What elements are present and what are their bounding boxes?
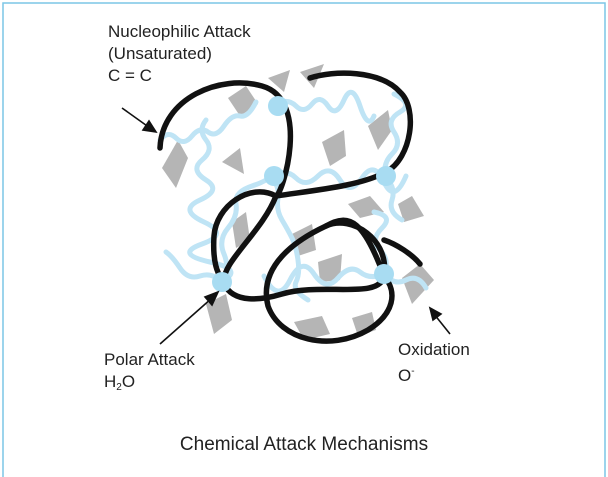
oxidation-label: Oxidation O- [398, 339, 470, 387]
polymer-chain [157, 80, 294, 285]
junction-node [376, 166, 396, 186]
particle [268, 70, 290, 92]
particle [162, 140, 188, 188]
polar-attack-label: Polar Attack H2O [104, 349, 195, 399]
junction-node [264, 166, 284, 186]
particle [398, 196, 424, 222]
oxidation-title: Oxidation [398, 340, 470, 359]
particle [402, 264, 434, 304]
particle [228, 86, 258, 116]
oxidation-arrow-head [428, 306, 443, 322]
junction-node [374, 264, 394, 284]
polar-arrow-shaft [159, 297, 213, 345]
nucleophilic-title: Nucleophilic Attack [108, 22, 251, 41]
nucleophilic-arrow-shaft [121, 107, 151, 129]
particle [368, 110, 392, 150]
polar-formula: H2O [104, 372, 136, 393]
polymer-chain [273, 70, 414, 199]
diagram-caption: Chemical Attack Mechanisms [179, 434, 429, 455]
junction-nodes [212, 96, 396, 292]
nucleophilic-formula: C = C [108, 66, 152, 85]
polymer-chain [381, 237, 423, 267]
nucleophilic-subtitle: (Unsaturated) [108, 44, 212, 63]
nucleophilic-arrow-head [141, 119, 158, 134]
junction-node [212, 272, 232, 292]
nucleophilic-attack-label: Nucleophilic Attack (Unsaturated) C = C [108, 21, 251, 87]
particle [322, 130, 346, 166]
junction-node [268, 96, 288, 116]
particle [318, 254, 342, 282]
oxidation-formula: O- [398, 366, 415, 385]
arrows [121, 107, 451, 345]
polar-title: Polar Attack [104, 350, 195, 369]
polymer-chain [323, 217, 387, 279]
polymer-chains [157, 70, 423, 344]
polar-arrow-head [203, 290, 220, 307]
particle [222, 148, 244, 174]
particle [294, 316, 330, 340]
